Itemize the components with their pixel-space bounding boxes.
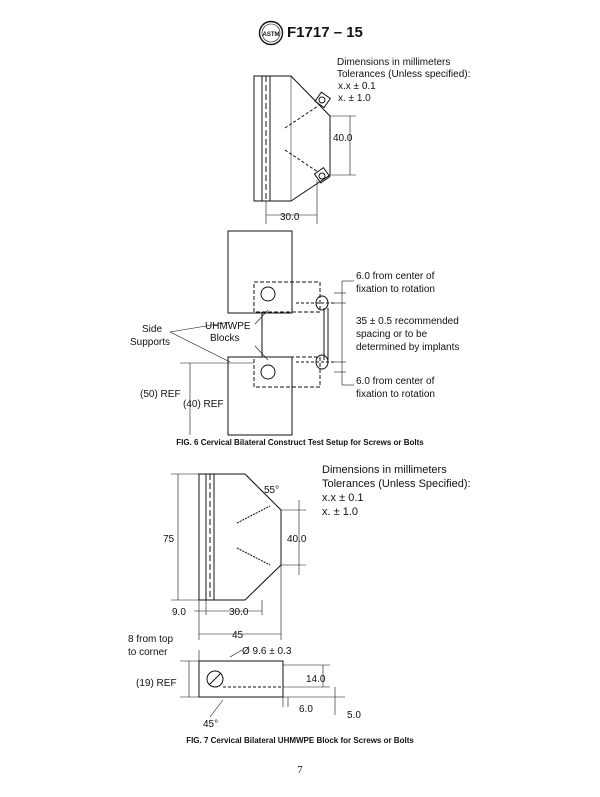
- fig7-note-1: Dimensions in millimeters: [322, 464, 447, 476]
- fig7-top-corner-1: 8 from top: [128, 634, 173, 645]
- fig7-dim-45: 45: [232, 630, 244, 641]
- fig6-label-6b-2: fixation to rotation: [356, 389, 435, 400]
- fig7-dim-5: 5.0: [347, 710, 361, 721]
- fig7-ref-19: (19) REF: [136, 678, 177, 689]
- fig6-note-4: x. ± 1.0: [338, 93, 371, 104]
- upper-uhmwpe-block: [253, 281, 321, 313]
- astm-logo-icon: ASTM: [258, 20, 284, 46]
- lower-uhmwpe-block: [253, 356, 321, 388]
- fig7-dim-75: 75: [163, 534, 175, 545]
- fig6-ref-50: (50) REF: [140, 389, 181, 400]
- page-number: 7: [297, 764, 303, 776]
- fig7-note-3: x.x ± 0.1: [322, 492, 364, 504]
- upper-side-support: [227, 230, 293, 314]
- fig7-note-4: x. ± 1.0: [322, 506, 358, 518]
- fig6-uhmwpe-1: UHMWPE: [205, 321, 251, 332]
- figure-7-caption: FIG. 7 Cervical Bilateral UHMWPE Block f…: [186, 736, 414, 745]
- fig6-label-35-3: determined by implants: [356, 342, 459, 353]
- fig6-label-35-1: 35 ± 0.5 recommended: [356, 316, 459, 327]
- figure-7-drawing: Dimensions in millimeters Tolerances (Un…: [128, 464, 471, 730]
- fig6-note-2: Tolerances (Unless specified):: [337, 69, 470, 80]
- fig6-label-35-2: spacing or to be: [356, 329, 428, 340]
- fig7-dim-40: 40.0: [287, 534, 307, 545]
- page-header: ASTM F1717 – 15: [0, 20, 600, 48]
- fig7-dim-30: 30.0: [229, 607, 249, 618]
- lower-side-support: [227, 356, 293, 436]
- fig6-note-3: x.x ± 0.1: [338, 81, 376, 92]
- fig6-dim-40: 40.0: [333, 133, 353, 144]
- fig6-note-1: Dimensions in millimeters: [337, 57, 450, 68]
- fig6-label-6a-1: 6.0 from center of: [356, 271, 435, 282]
- fig6-side-supports-1: Side: [142, 324, 162, 335]
- fig6-label-6b-1: 6.0 from center of: [356, 376, 435, 387]
- fig7-diameter: Ø 9.6 ± 0.3: [242, 646, 292, 657]
- fig6-ref-40: (40) REF: [183, 399, 224, 410]
- block-end-view: [198, 660, 284, 698]
- figure-6-caption: FIG. 6 Cervical Bilateral Construct Test…: [176, 438, 424, 447]
- fig6-dim-30: 30.0: [280, 212, 300, 223]
- fig6-side-supports-2: Supports: [130, 337, 170, 348]
- fig7-angle-55: 55°: [264, 485, 279, 496]
- fig6-uhmwpe-2: Blocks: [210, 333, 239, 344]
- document-id: F1717 – 15: [287, 24, 363, 41]
- fig7-dim-6: 6.0: [299, 704, 313, 715]
- astm-logo-text: ASTM: [263, 32, 280, 38]
- fig7-dim-14: 14.0: [306, 674, 326, 685]
- fig7-top-corner-2: to corner: [128, 647, 168, 658]
- fig7-angle-45: 45°: [203, 719, 218, 730]
- figure-6-drawing: Dimensions in millimeters Tolerances (Un…: [130, 57, 470, 436]
- fig7-dim-9: 9.0: [172, 607, 186, 618]
- fig6-label-6a-2: fixation to rotation: [356, 284, 435, 295]
- fig7-note-2: Tolerances (Unless Specified):: [322, 478, 471, 490]
- top-block-outline: [253, 75, 331, 202]
